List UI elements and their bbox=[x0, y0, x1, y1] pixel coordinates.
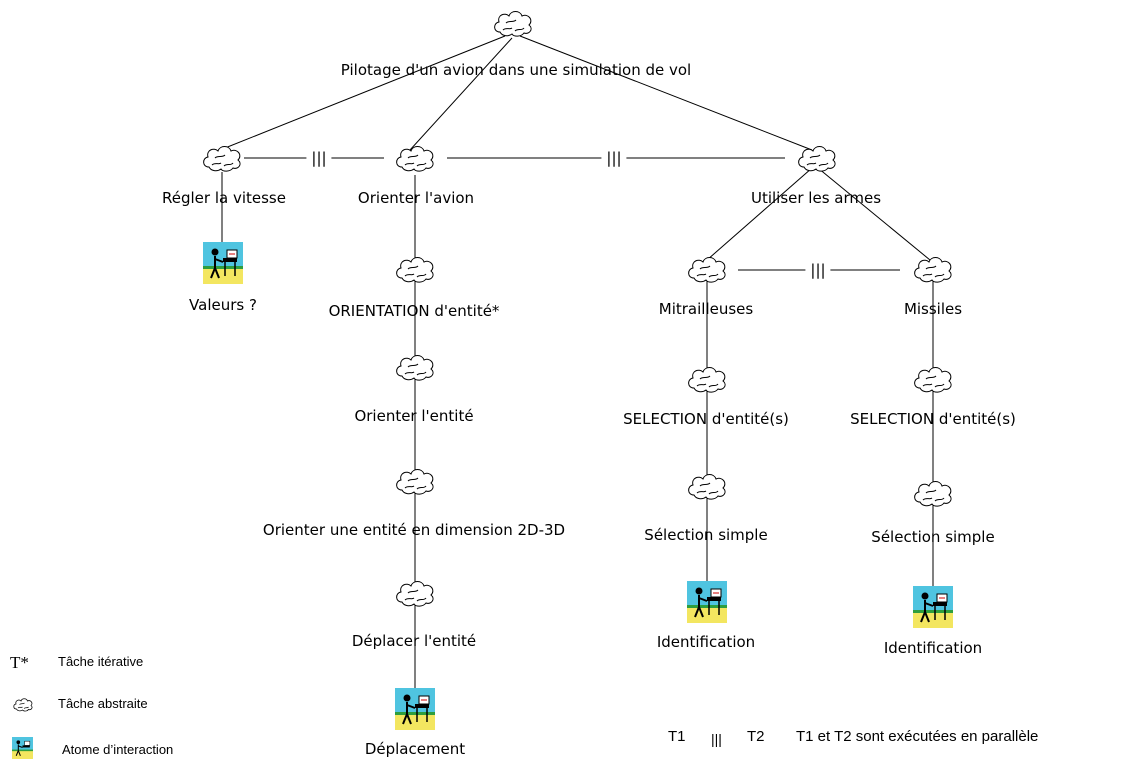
legend-parallel-symbol: ||| bbox=[711, 731, 722, 747]
cloud-icon bbox=[396, 257, 434, 283]
node-orienter-entite-label: Orienter l'entité bbox=[354, 407, 474, 425]
node-identification-label: Identification bbox=[656, 633, 756, 651]
cloud-icon bbox=[688, 257, 726, 283]
cloud-icon bbox=[396, 146, 434, 172]
edge-root-orienter bbox=[409, 37, 513, 151]
legend-atom-label: Atome d’interaction bbox=[62, 742, 174, 757]
cloud-icon bbox=[396, 469, 434, 495]
legend-abstract-label: Tâche abstraite bbox=[58, 696, 148, 711]
cloud-icon bbox=[396, 581, 434, 607]
node-missiles-label: Missiles bbox=[903, 300, 963, 318]
node-orienter-2d3d-label: Orienter une entité en dimension 2D-3D bbox=[262, 521, 566, 539]
cloud-icon bbox=[914, 257, 952, 283]
node-identification-label: Identification bbox=[883, 639, 983, 657]
node-selection-simple-label: Sélection simple bbox=[644, 526, 768, 544]
cloud-icon bbox=[688, 367, 726, 393]
node-orientation-label: ORIENTATION d'entité* bbox=[328, 302, 500, 320]
node-selection-label: SELECTION d'entité(s) bbox=[850, 410, 1016, 428]
node-deplacement-label: Déplacement bbox=[364, 740, 466, 758]
cloud-icon bbox=[914, 367, 952, 393]
cloud-icon bbox=[203, 146, 241, 172]
parallel-operator: ||| bbox=[601, 150, 627, 166]
node-mitrailleuses-label: Mitrailleuses bbox=[658, 300, 754, 318]
interaction-atom-icon bbox=[913, 586, 953, 628]
edge-armes-missiles bbox=[817, 167, 931, 261]
legend-parallel-t1: T1 bbox=[668, 728, 686, 745]
cloud-icon bbox=[494, 11, 532, 37]
legend-iterative-symbol: T* bbox=[10, 653, 29, 672]
legend-iterative-label: Tâche itérative bbox=[58, 654, 144, 669]
cloud-icon bbox=[13, 698, 33, 712]
legend-parallel-description: T1 et T2 sont exécutées en parallèle bbox=[796, 728, 1039, 745]
edge-armes-mitrailleuses bbox=[706, 167, 813, 261]
interaction-atom-icon bbox=[203, 242, 243, 284]
node-valeurs-label: Valeurs ? bbox=[189, 296, 257, 314]
edge-root-armes bbox=[519, 35, 813, 151]
interaction-atom-icon bbox=[687, 581, 727, 623]
node-root-label: Pilotage d'un avion dans une simulation … bbox=[340, 61, 692, 79]
node-orienter-avion-label: Orienter l'avion bbox=[357, 189, 475, 207]
parallel-operator: ||| bbox=[805, 262, 831, 278]
cloud-icon bbox=[396, 355, 434, 381]
node-deplacer-label: Déplacer l'entité bbox=[351, 632, 477, 650]
interaction-atom-icon bbox=[395, 688, 435, 730]
interaction-atom-icon bbox=[12, 737, 33, 759]
cloud-icon bbox=[914, 481, 952, 507]
edge-root-regler bbox=[219, 35, 506, 151]
parallel-operator: ||| bbox=[306, 150, 332, 166]
legend-parallel-t2: T2 bbox=[747, 728, 765, 745]
cloud-icon bbox=[688, 474, 726, 500]
cloud-icon bbox=[798, 146, 836, 172]
node-selection-simple-label: Sélection simple bbox=[871, 528, 995, 546]
node-utiliser-armes-label: Utiliser les armes bbox=[750, 189, 882, 207]
node-regler-label: Régler la vitesse bbox=[162, 189, 286, 207]
node-selection-label: SELECTION d'entité(s) bbox=[623, 410, 789, 428]
